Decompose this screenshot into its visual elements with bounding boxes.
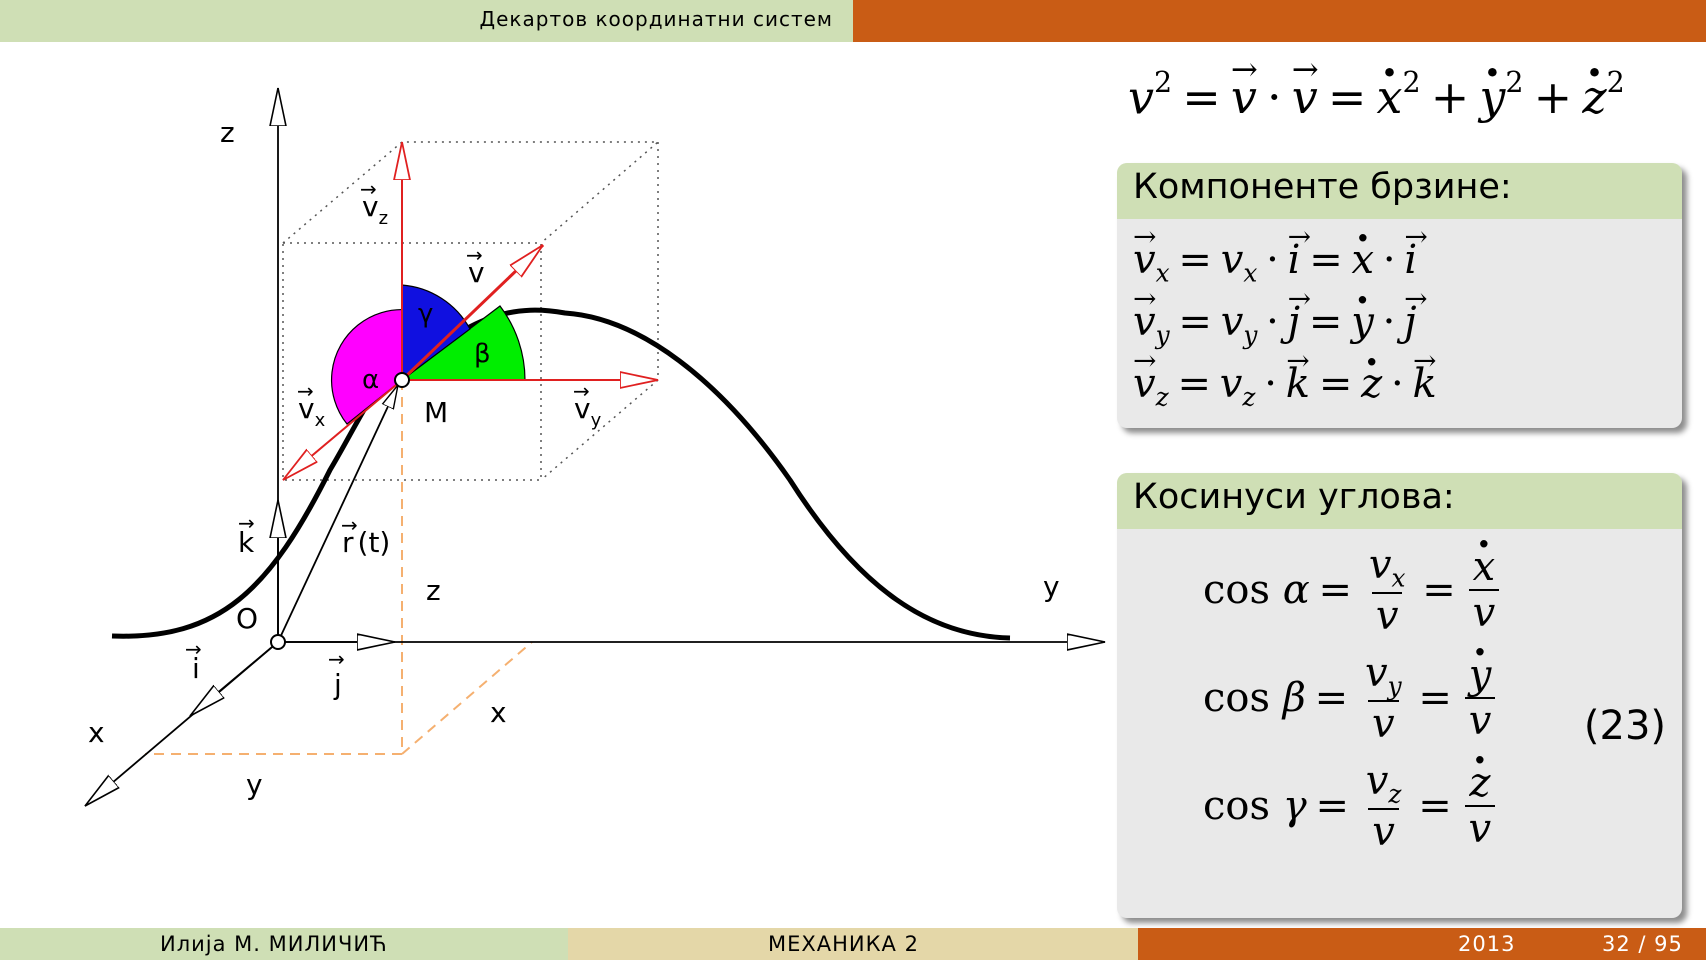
component-row-y: vy=vy·j=y·j	[1133, 277, 1417, 350]
unit-vector-i	[190, 641, 279, 716]
header-right-band	[853, 0, 1706, 42]
footer-course-band: МЕХАНИКА 2	[568, 928, 1138, 960]
arrow-over-j: →	[328, 647, 345, 671]
cosine-row-beta: cos β= vyv = yv	[1203, 631, 1499, 746]
label-alpha: α	[362, 365, 379, 395]
label-z-axis: z	[220, 116, 235, 149]
footer-author-band: Илија М. МИЛИЧИЋ	[0, 928, 568, 960]
velocity-vector-v	[400, 243, 545, 382]
label-vy: vy	[574, 392, 602, 431]
label-y-axis: y	[1043, 570, 1060, 603]
footer-page-number: 32 / 95	[1602, 932, 1683, 956]
velocity-components-title: Компоненте брзине:	[1117, 163, 1682, 219]
arrow-over-vz: →	[360, 177, 377, 201]
cosine-row-gamma: cos γ= vzv = zv	[1203, 739, 1499, 854]
dotted-box	[282, 141, 661, 481]
cosine-row-alpha: cos α= vxv = xv	[1203, 523, 1503, 638]
trajectory-curve	[111, 307, 1011, 641]
header-bar: Декартов координатни систем	[0, 0, 1706, 42]
direction-cosines-block: Косинуси углова: cos α= vxv = xv cos β= …	[1117, 473, 1682, 918]
origin-point	[270, 634, 286, 650]
label-origin: O	[236, 602, 258, 635]
position-vector-r	[277, 385, 399, 643]
label-v: v	[468, 256, 485, 289]
footer-course: МЕХАНИКА 2	[768, 932, 919, 956]
arrow-over-i: →	[185, 637, 202, 661]
angle-gamma-sector	[401, 284, 471, 382]
label-gamma: γ	[418, 299, 433, 329]
direction-cosines-title: Косинуси углова:	[1117, 473, 1682, 529]
label-projection-z: z	[426, 574, 441, 607]
arrow-over-k: →	[238, 511, 255, 535]
arrow-over-vy: →	[573, 379, 590, 403]
label-vz: vz	[362, 190, 388, 229]
label-beta: β	[474, 339, 491, 369]
label-r: r(t)	[342, 526, 390, 559]
label-projection-y: y	[246, 768, 263, 801]
header-left-band: Декартов координатни систем	[0, 0, 853, 42]
footer-author: Илија М. МИЛИЧИЋ	[160, 932, 388, 956]
velocity-diagram: z y x O M vz → v → vx → vy → α β γ k → r…	[0, 42, 1110, 922]
velocity-vx	[283, 379, 403, 480]
point-m	[394, 372, 410, 388]
footer-year: 2013	[1458, 932, 1516, 956]
angle-beta-sector	[400, 305, 526, 381]
label-j: j	[333, 668, 342, 701]
arrow-over-v: →	[466, 243, 483, 267]
component-row-z: vz=vz·k=z·k	[1133, 339, 1437, 412]
component-row-x: vx=vx·i=x·i	[1133, 215, 1417, 288]
projection-lines	[145, 380, 533, 755]
arrow-over-r: →	[341, 513, 358, 537]
arrow-over-vx: →	[297, 379, 314, 403]
label-vx: vx	[298, 392, 326, 431]
label-projection-x: x	[490, 696, 507, 729]
footer-meta-band: 2013 32 / 95	[1138, 928, 1706, 960]
label-x-axis: x	[88, 716, 105, 749]
header-title: Декартов координатни систем	[479, 7, 833, 31]
label-point-m: M	[424, 396, 448, 429]
label-i: i	[192, 652, 200, 685]
label-k: k	[238, 526, 255, 559]
speed-squared-equation: v2=v·v=x2+y2+z2	[1128, 45, 1625, 124]
equation-number: (23)	[1583, 703, 1666, 749]
velocity-components-block: Компоненте брзине: vx=vx·i=x·i vy=vy·j=y…	[1117, 163, 1682, 428]
footer-bar: Илија М. МИЛИЧИЋ МЕХАНИКА 2 2013 32 / 95	[0, 928, 1706, 960]
